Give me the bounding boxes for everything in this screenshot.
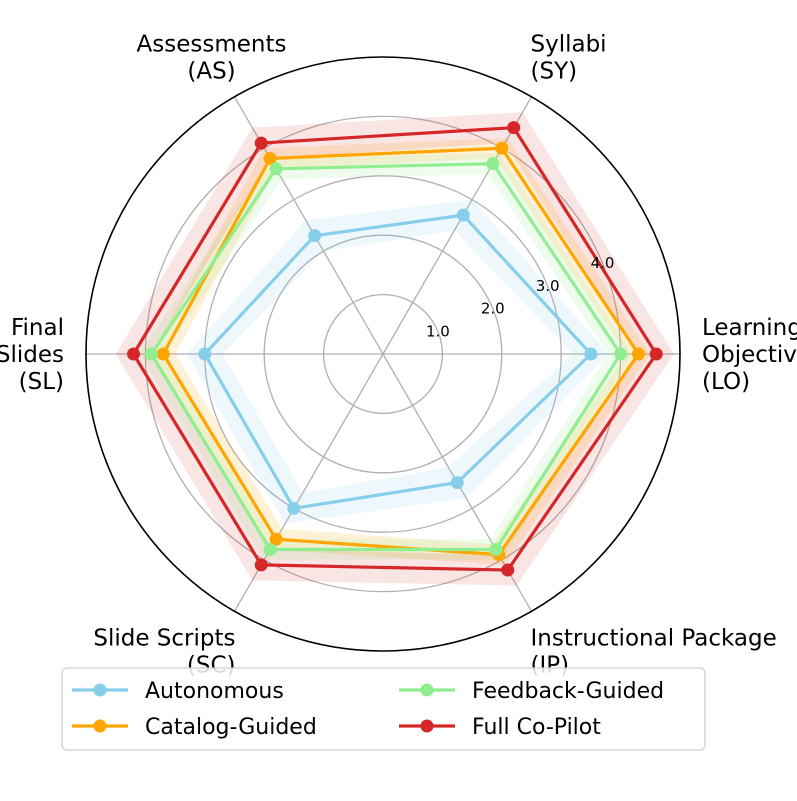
radial-tick-label: 2.0 (481, 300, 505, 318)
series-point (263, 542, 277, 556)
axis-label-line: Final (11, 315, 64, 341)
series-point (254, 558, 268, 572)
series-point (584, 347, 598, 361)
legend-swatch-marker (93, 683, 107, 697)
axis-label-2: Assessments(AS) (137, 31, 287, 84)
axis-label-5: Instructional Package(IP) (531, 626, 777, 679)
radial-tick-label: 3.0 (536, 277, 560, 295)
legend-swatch-marker (420, 719, 434, 733)
series-point (501, 563, 515, 577)
series-bands (115, 112, 675, 586)
series-point (456, 208, 470, 222)
axis-label-line: Instructional Package (531, 626, 777, 652)
axis-labels: LearningObjectives(LO) Syllabi(SY) Assessm… (0, 31, 797, 678)
series-point (144, 347, 158, 361)
series-point (254, 136, 268, 150)
series-point (507, 121, 521, 135)
axis-label-0: LearningObjectives(LO) (702, 315, 797, 395)
axis-label-line: Assessments (137, 31, 287, 57)
axis-label-line: (SY) (531, 58, 578, 84)
axis-label-line: Syllabi (531, 31, 607, 57)
axis-label-line: Slide Scripts (93, 626, 235, 652)
series-band (186, 199, 609, 524)
series-lines (127, 121, 663, 577)
axis-label-line: (SL) (19, 369, 64, 395)
outer-frame (85, 56, 681, 652)
series-point (269, 532, 283, 546)
axis-label-1: Syllabi(SY) (531, 31, 607, 84)
series-point (486, 157, 500, 171)
legend-label: Catalog-Guided (145, 715, 317, 740)
legend-swatch-marker (93, 719, 107, 733)
axis-label-line: Slides (0, 342, 64, 368)
series-point (495, 141, 509, 155)
series-point (631, 347, 645, 361)
series-point (287, 501, 301, 515)
series-point (156, 347, 170, 361)
axis-label-line: (LO) (702, 369, 750, 395)
series-point (489, 542, 503, 556)
legend-label: Feedback-Guided (472, 679, 664, 704)
axis-label-line: (AS) (187, 58, 235, 84)
axis-label-line: Learning (702, 315, 797, 341)
axis-label-line: Objectives (702, 342, 797, 368)
series-point (614, 347, 628, 361)
series-point (308, 229, 322, 243)
legend-label: Autonomous (145, 679, 284, 704)
grid-spoke (382, 96, 533, 355)
legend-swatch-marker (420, 683, 434, 697)
series-point (263, 152, 277, 166)
series-point (127, 347, 141, 361)
radial-tick-label: 1.0 (426, 322, 450, 340)
series-point (198, 347, 212, 361)
series-point (269, 162, 283, 176)
legend-label: Full Co-Pilot (472, 715, 601, 740)
series-point (450, 476, 464, 490)
radial-tick-label: 4.0 (591, 254, 615, 272)
series-point (649, 347, 663, 361)
legend-box (61, 667, 706, 751)
radial-ticks: 1.0 2.0 3.0 4.0 (426, 254, 614, 340)
